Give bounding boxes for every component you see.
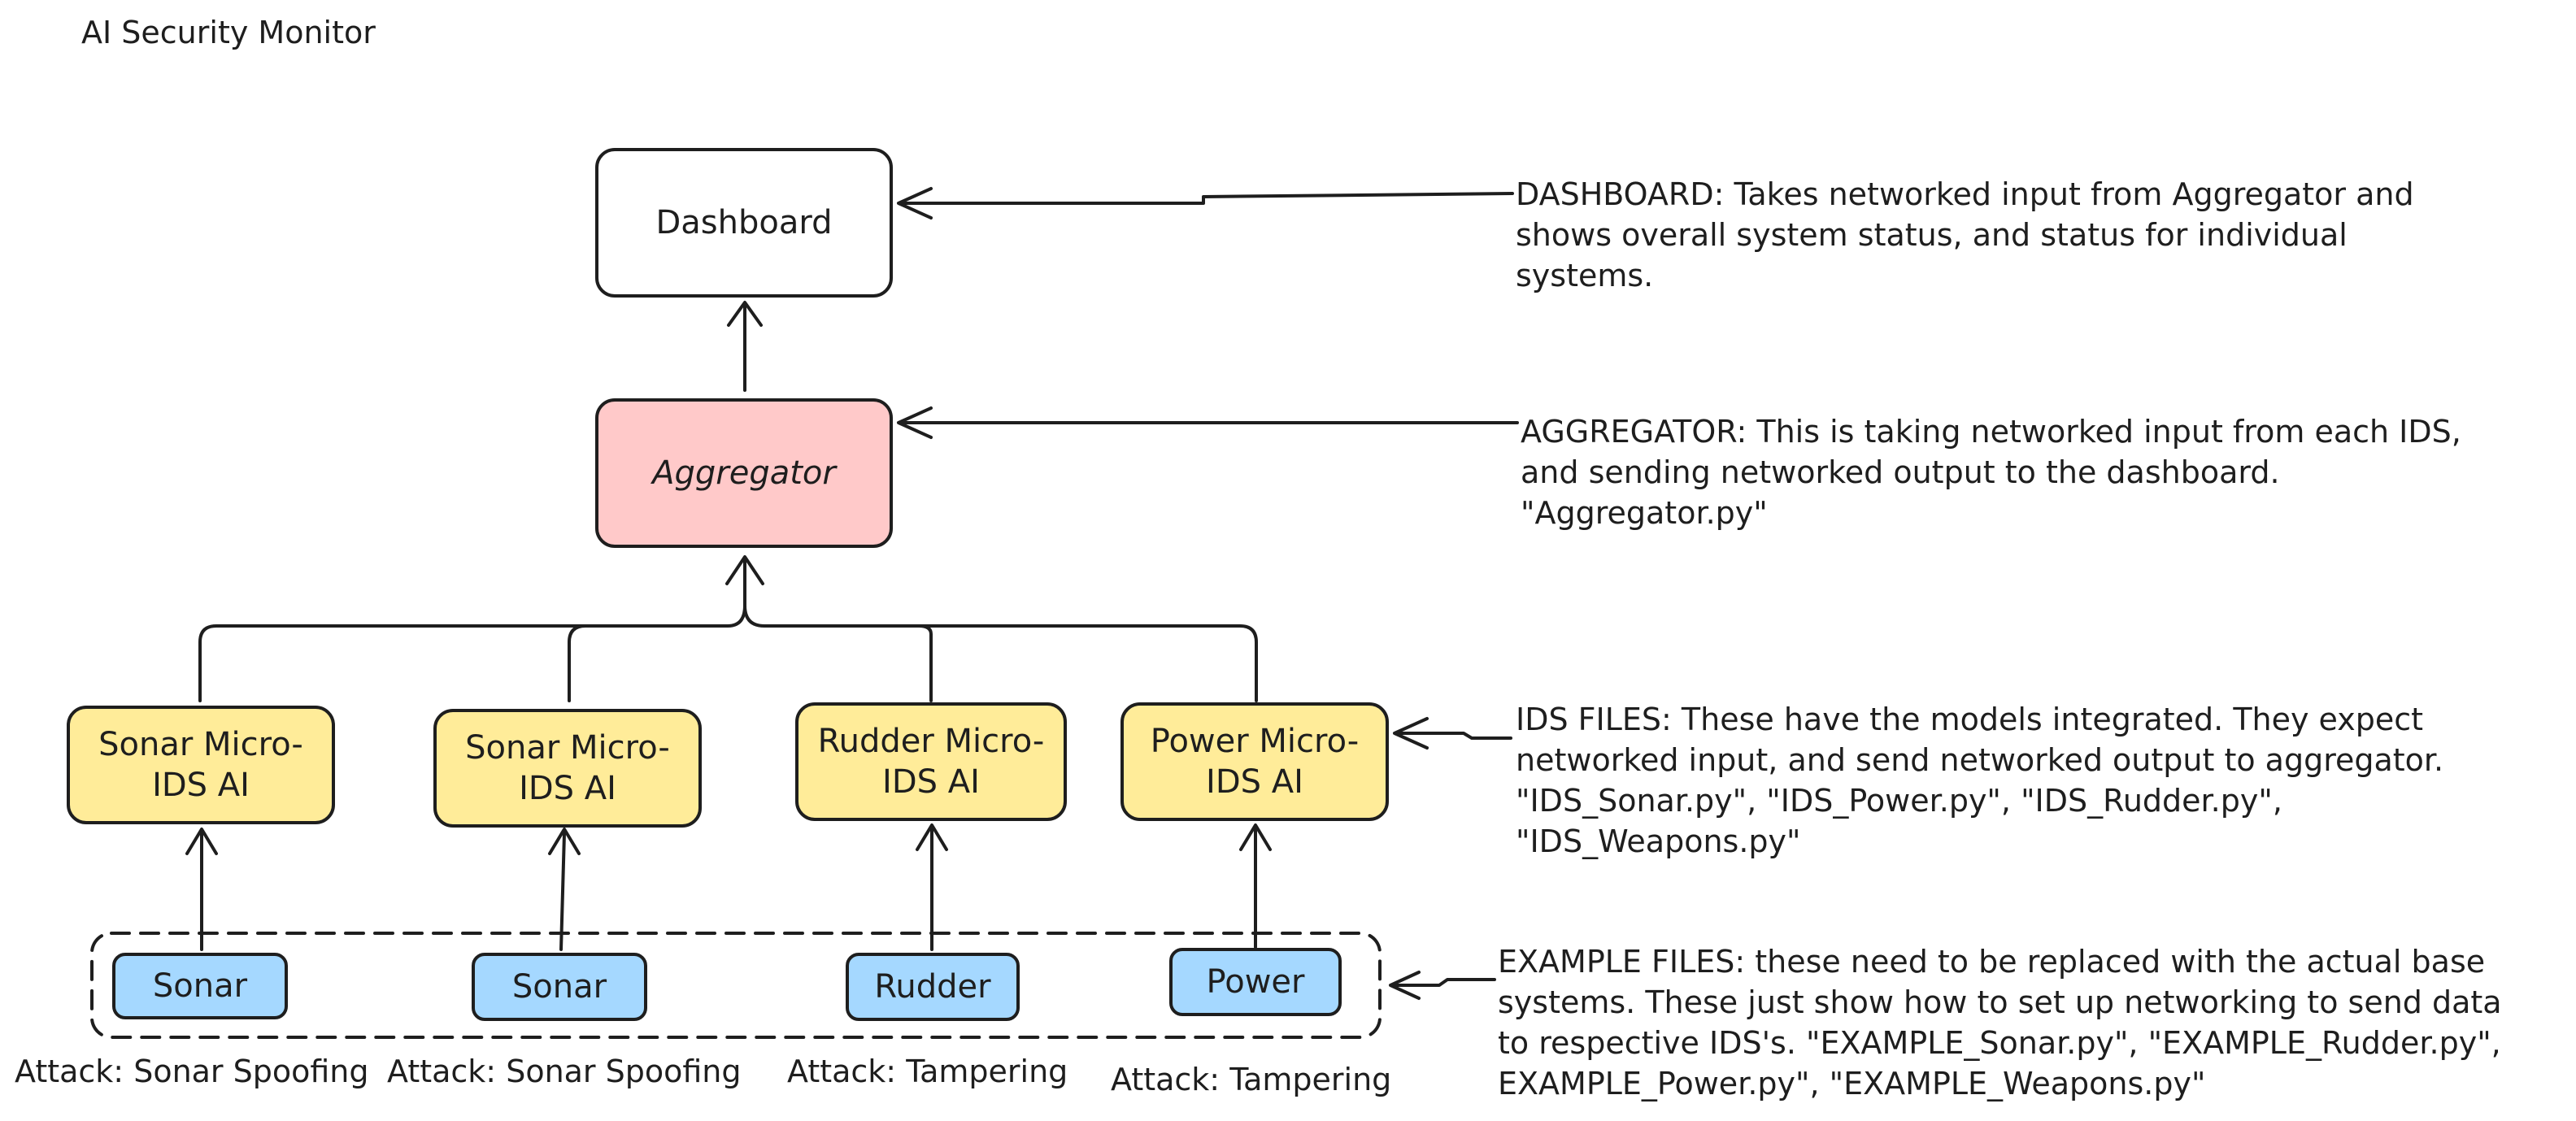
ids-node-rudder: Rudder Micro- IDS AI	[795, 702, 1067, 821]
arrow-ids-to-aggregator	[198, 559, 746, 702]
attack-label: Attack: Sonar Spoofing	[15, 1054, 369, 1089]
arrow-note-example	[1393, 978, 1496, 987]
arrow-note-dashboard	[901, 192, 1514, 205]
arrow-sonar2-to-ids	[559, 832, 566, 951]
dashboard-label: Dashboard	[655, 204, 833, 241]
aggregator-label: Aggregator	[652, 454, 836, 492]
ids-label: Power Micro- IDS AI	[1150, 723, 1360, 801]
aggregator-note: AGGREGATOR: This is taking networked inp…	[1521, 414, 2461, 531]
dashboard-node: Dashboard	[595, 148, 893, 298]
ids-node-sonar-1: Sonar Micro- IDS AI	[67, 706, 335, 824]
attack-label: Attack: Sonar Spoofing	[387, 1054, 742, 1089]
base-node-sonar-2: Sonar	[472, 953, 647, 1021]
aggregator-node: Aggregator	[595, 398, 893, 548]
ids-label: Sonar Micro- IDS AI	[98, 726, 303, 804]
arrow-note-ids	[1397, 732, 1512, 740]
ids-note: IDS FILES: These have the models integra…	[1516, 702, 2444, 859]
base-label: Power	[1206, 963, 1305, 1001]
base-label: Sonar	[152, 967, 248, 1005]
attack-label: Attack: Tampering	[787, 1054, 1068, 1089]
base-label: Rudder	[874, 968, 991, 1006]
ids-label: Sonar Micro- IDS AI	[465, 729, 670, 807]
attack-label: Attack: Tampering	[1111, 1062, 1392, 1097]
example-note: EXAMPLE FILES: these need to be replaced…	[1498, 944, 2502, 1101]
base-node-power: Power	[1169, 948, 1342, 1016]
page-title: AI Security Monitor	[81, 15, 376, 50]
ids-label: Rudder Micro- IDS AI	[817, 723, 1045, 801]
ids-node-power: Power Micro- IDS AI	[1120, 702, 1389, 821]
base-systems-group	[90, 932, 1382, 1039]
base-node-sonar-1: Sonar	[112, 953, 288, 1019]
base-label: Sonar	[511, 968, 607, 1006]
dashboard-note: DASHBOARD: Takes networked input from Ag…	[1516, 176, 2414, 293]
base-node-rudder: Rudder	[846, 953, 1020, 1021]
ids-node-sonar-2: Sonar Micro- IDS AI	[433, 709, 702, 828]
